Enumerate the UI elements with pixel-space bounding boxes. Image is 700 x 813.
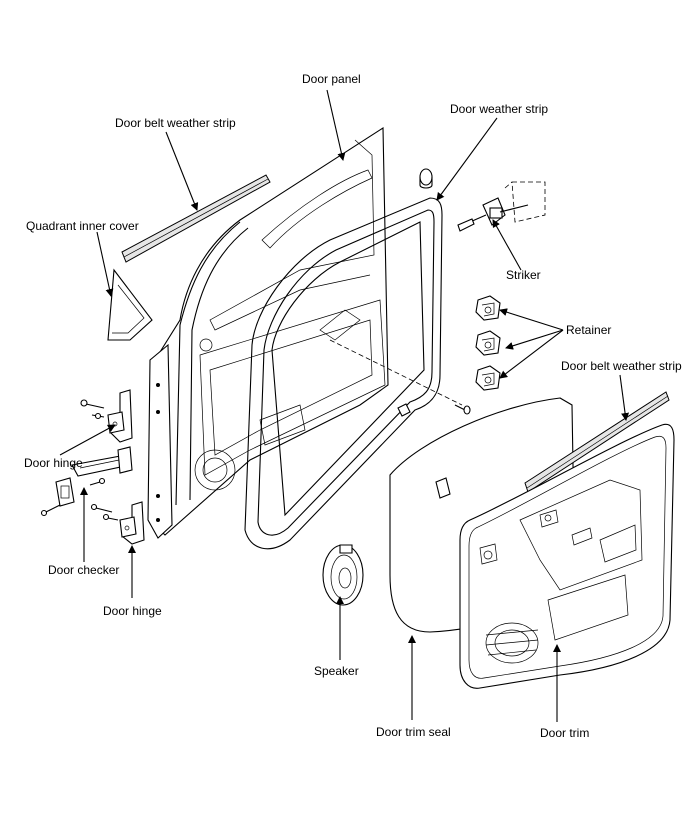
door-checker <box>40 446 133 517</box>
retainer-2 <box>475 330 501 356</box>
door-hinge-lower <box>90 501 145 545</box>
label-speaker: Speaker <box>314 664 359 678</box>
label-door-trim-seal: Door trim seal <box>376 725 451 739</box>
label-door-checker: Door checker <box>48 563 119 577</box>
label-quadrant-inner-cover: Quadrant inner cover <box>26 219 139 233</box>
label-door-hinge-lower: Door hinge <box>103 604 162 618</box>
label-retainer: Retainer <box>566 323 611 337</box>
leader-lines <box>59 89 630 722</box>
label-door-panel: Door panel <box>302 72 361 86</box>
label-door-belt-weather-strip-top: Door belt weather strip <box>115 116 236 130</box>
retainer-clips <box>475 295 501 391</box>
labels: Door panel Door weather strip Door belt … <box>24 72 682 740</box>
label-striker: Striker <box>506 268 541 282</box>
door-weather-strip <box>244 197 443 550</box>
label-door-weather-strip: Door weather strip <box>450 102 548 116</box>
door-hinge-upper <box>80 389 133 443</box>
quadrant-inner-cover <box>107 268 153 341</box>
door-belt-weather-strip-top <box>121 174 271 263</box>
door-belt-weather-strip-right <box>524 391 670 493</box>
label-door-trim: Door trim <box>540 726 589 740</box>
speaker <box>322 544 364 606</box>
door-trim <box>459 423 675 689</box>
retainer-1 <box>475 295 501 321</box>
trim-screw <box>329 339 471 417</box>
striker <box>457 181 546 232</box>
label-door-hinge-upper: Door hinge <box>24 456 83 470</box>
door-plug <box>419 168 433 189</box>
retainer-3 <box>475 365 501 391</box>
label-door-belt-weather-strip-right: Door belt weather strip <box>561 359 682 373</box>
door-panel <box>147 127 389 539</box>
